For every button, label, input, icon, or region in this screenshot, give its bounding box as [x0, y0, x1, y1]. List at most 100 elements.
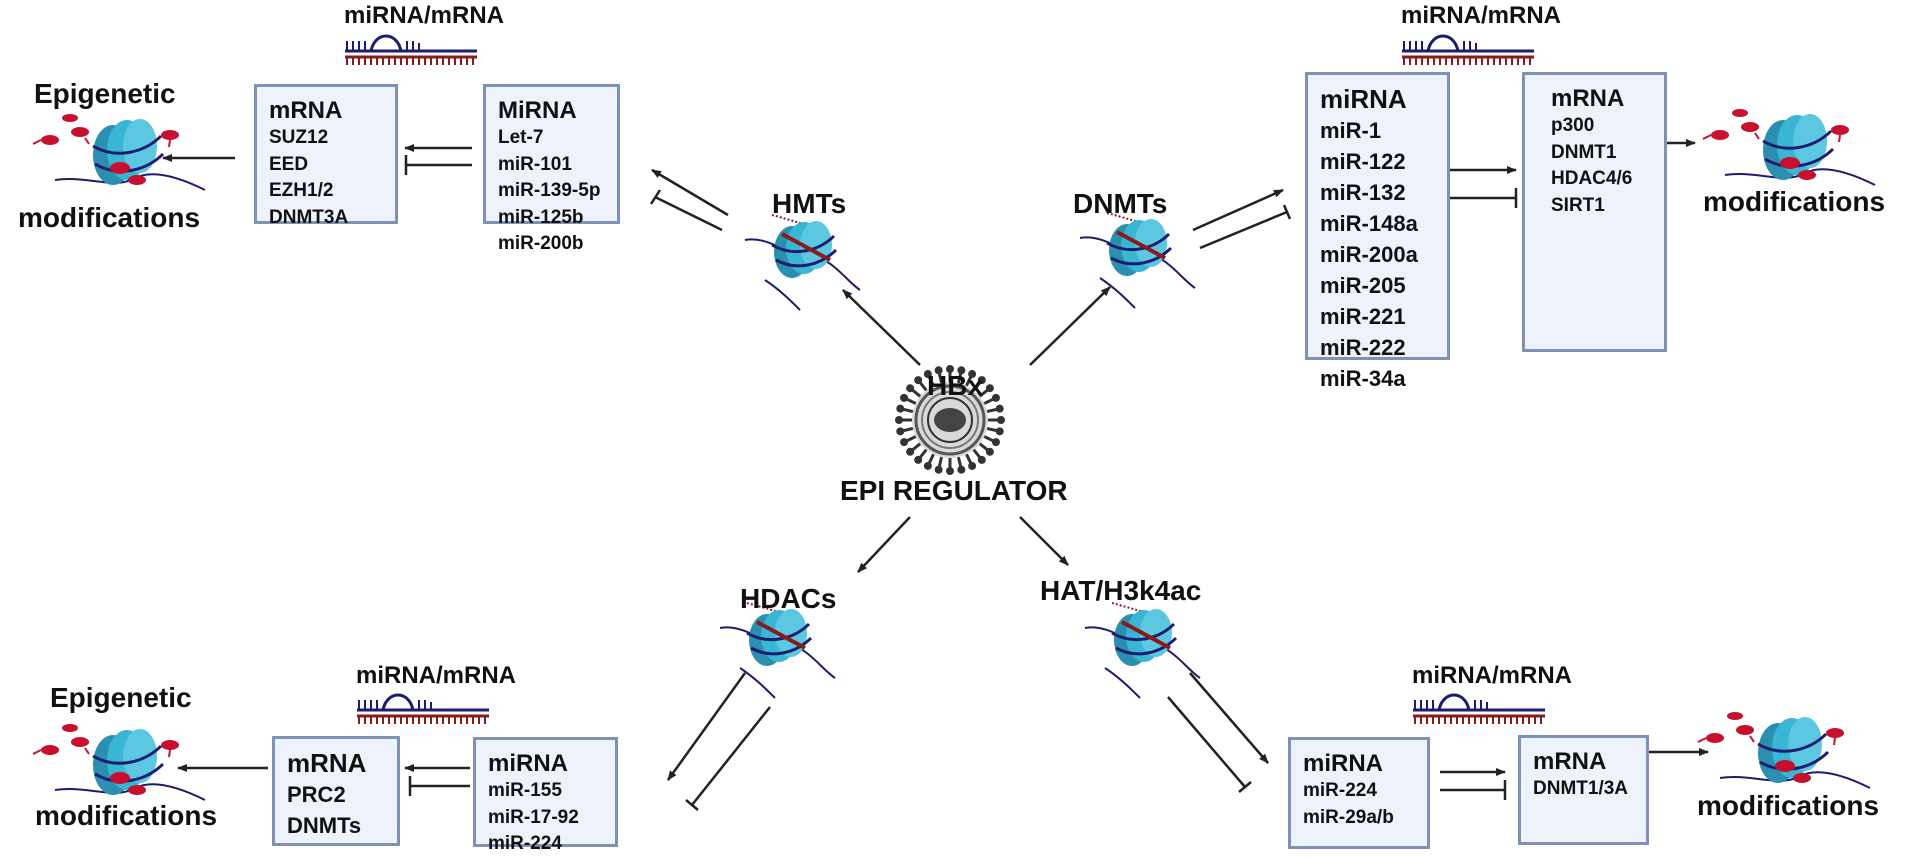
bottom-left-duplex-icon	[355, 693, 491, 726]
hbx-to-hmts-arrow	[842, 289, 921, 366]
list-item: miR-34a	[1320, 366, 1406, 391]
bottom-right-duplex-caption: miRNA/mRNA	[1412, 662, 1573, 689]
bottom-left-modifications-label: modifications	[35, 800, 218, 831]
list-item: miR-224	[1303, 780, 1377, 801]
box-title: mRNA	[287, 748, 367, 778]
dnmts-nucleosome-icon	[1078, 211, 1197, 310]
bottom-left-duplex-caption: miRNA/mRNA	[356, 662, 517, 689]
top-left-epigenetic-icon	[31, 112, 207, 192]
list-item: miR-221	[1320, 304, 1406, 329]
list-item: miR-101	[498, 153, 572, 175]
list-item: miR-205	[1320, 273, 1406, 298]
hmts-inhibition-line	[654, 195, 723, 232]
list-item: SUZ12	[269, 127, 329, 148]
gene-list: p300 DNMT1 HDAC4/6 SIRT1	[1551, 113, 1664, 219]
dnmts-inhibition-bar	[1282, 204, 1292, 220]
list-item: DNMT1/3A	[1533, 778, 1629, 799]
bottom-left-epigenetic-icon	[31, 722, 207, 802]
bottom-right-modifications-label: modifications	[1697, 790, 1880, 821]
top-left-duplex-icon	[343, 34, 479, 67]
list-item: EZH1/2	[269, 180, 334, 201]
list-item: DNMT1	[1551, 141, 1617, 163]
list-item: PRC2	[287, 782, 346, 807]
top-right-modifications-label: modifications	[1703, 186, 1886, 217]
bottom-left-mirna-box: miRNA miR-155 miR-17-92 miR-224	[473, 737, 618, 854]
list-item: miR-222	[1320, 335, 1406, 360]
bottom-left-mrna-box: mRNA PRC2 DNMTs	[272, 736, 400, 846]
list-item: DNMTs	[287, 813, 362, 838]
enzyme-dnmts: DNMTs	[1073, 188, 1168, 219]
list-item: miR-200b	[498, 233, 584, 254]
list-item: miR-29a/b	[1303, 806, 1394, 828]
hat-inhibition-bar	[1238, 781, 1252, 793]
top-right-duplex-icon	[1400, 34, 1536, 67]
enzyme-hdacs: HDACs	[740, 583, 837, 614]
enzyme-hat: HAT/H3k4ac	[1040, 575, 1202, 606]
top-right-duplex-caption: miRNA/mRNA	[1401, 2, 1562, 29]
gene-list: DNMT1/3A	[1533, 776, 1646, 803]
bottom-right-epigenetic-icon	[1696, 710, 1872, 790]
list-item: miR-139-5p	[498, 180, 601, 201]
list-item: miR-125b	[498, 206, 584, 228]
dnmts-activation-arrow	[1192, 188, 1284, 232]
dnmts-inhibition-line	[1199, 210, 1288, 250]
hmts-nucleosome-icon	[743, 213, 862, 312]
list-item: p300	[1551, 115, 1595, 136]
center-subtitle: EPI REGULATOR	[840, 475, 1068, 506]
hat-activation-arrow	[1189, 672, 1269, 764]
list-item: miR-155	[488, 780, 562, 801]
hbx-to-dnmts-arrow	[1029, 286, 1111, 366]
box-title: mRNA	[1533, 748, 1607, 775]
hat-nucleosome-icon	[1083, 601, 1202, 700]
hmts-activation-arrow	[651, 168, 729, 217]
hdacs-activation-arrow	[666, 672, 747, 781]
bottom-right-mirna-box: miRNA miR-224 miR-29a/b	[1288, 737, 1430, 849]
hmts-inhibition-bar	[649, 189, 662, 205]
box-title: miRNA	[1303, 750, 1384, 777]
mirna-list: miR-1 miR-122 miR-132 miR-148a miR-200a …	[1320, 115, 1447, 394]
box-title: mRNA	[269, 97, 343, 124]
top-right-epigenetic-icon	[1701, 107, 1877, 187]
list-item: miR-148a	[1320, 211, 1418, 236]
top-right-mrna-box: mRNA p300 DNMT1 HDAC4/6 SIRT1	[1522, 72, 1667, 352]
top-left-epigenetic-label: Epigenetic	[34, 78, 176, 109]
box-title: miRNA	[1320, 84, 1407, 114]
top-left-mrna-box: mRNA SUZ12 EED EZH1/2 DNMT3A	[254, 84, 398, 228]
list-item: miR-1	[1320, 118, 1382, 143]
box-title: miRNA	[488, 750, 569, 777]
bottom-right-mrna-box: mRNA DNMT1/3A	[1518, 735, 1649, 845]
list-item: miR-17-92	[488, 806, 579, 828]
list-item: miR-132	[1320, 180, 1406, 205]
bottom-right-duplex-icon	[1411, 693, 1547, 726]
top-left-mirna-box: MiRNA Let-7 miR-101 miR-139-5p miR-125b …	[483, 84, 620, 254]
list-item: Let-7	[498, 127, 544, 148]
enzyme-hmts: HMTs	[772, 188, 847, 219]
list-item: miR-200a	[1320, 242, 1418, 267]
list-item: SIRT1	[1551, 194, 1605, 216]
top-left-duplex-caption: miRNA/mRNA	[344, 2, 505, 29]
hbx-to-hdacs-arrow	[857, 516, 911, 573]
list-item: miR-224	[488, 833, 562, 854]
gene-list: SUZ12 EED EZH1/2 DNMT3A	[269, 125, 395, 231]
hbx-to-hat-arrow	[1019, 516, 1069, 566]
gene-list: PRC2 DNMTs	[287, 779, 397, 841]
box-title: MiRNA	[498, 97, 577, 124]
list-item: miR-122	[1320, 149, 1406, 174]
hdacs-inhibition-bar	[685, 799, 699, 811]
list-item: HDAC4/6	[1551, 168, 1633, 189]
mirna-list: Let-7 miR-101 miR-139-5p miR-125b miR-20…	[498, 125, 617, 258]
center-title: HBx	[927, 370, 984, 401]
hat-inhibition-line	[1167, 696, 1246, 788]
top-right-mirna-box: miRNA miR-1 miR-122 miR-132 miR-148a miR…	[1305, 72, 1450, 391]
bottom-left-epigenetic-label: Epigenetic	[50, 682, 192, 713]
mirna-list: miR-224 miR-29a/b	[1303, 778, 1427, 831]
top-left-modifications-label: modifications	[18, 202, 201, 233]
list-item: DNMT3A	[269, 206, 349, 228]
virus-icon	[895, 365, 1005, 475]
box-title: mRNA	[1551, 85, 1625, 112]
hdacs-inhibition-line	[691, 706, 771, 806]
mirna-list: miR-155 miR-17-92 miR-224	[488, 778, 615, 858]
list-item: EED	[269, 153, 309, 175]
